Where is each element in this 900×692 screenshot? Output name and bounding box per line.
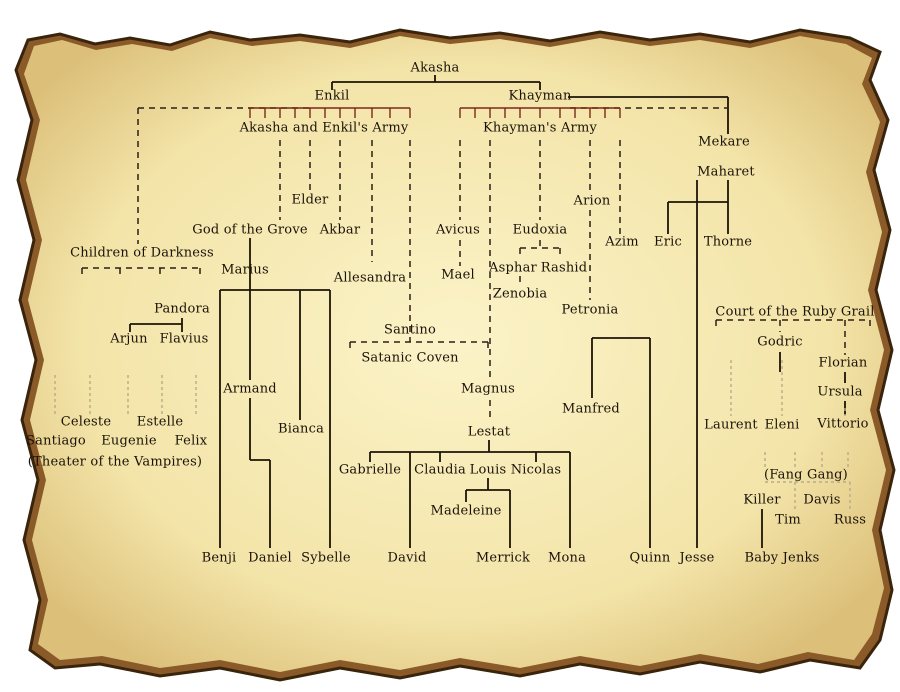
node-merrick: Merrick xyxy=(475,550,531,566)
node-claudia: Claudia xyxy=(414,462,466,478)
node-rashid: Rashid xyxy=(540,260,588,276)
node-mona: Mona xyxy=(547,550,587,566)
node-santino: Santino xyxy=(383,322,437,338)
node-arion: Arion xyxy=(573,193,611,209)
node-mekare: Mekare xyxy=(698,134,750,150)
node-louis: Louis xyxy=(469,462,507,478)
node-avicus: Avicus xyxy=(436,222,480,238)
node-celeste: Celeste xyxy=(60,414,112,430)
node-eleni: Eleni xyxy=(764,417,800,433)
node-ursula: Ursula xyxy=(817,384,863,400)
node-pandora: Pandora xyxy=(154,301,210,317)
node-bianca: Bianca xyxy=(277,421,325,437)
node-zenobia: Zenobia xyxy=(492,286,548,302)
node-akasha-enkil-army: Akasha and Enkil's Army xyxy=(239,120,409,136)
node-marius: Marius xyxy=(221,262,269,278)
node-theater-of-the-vampires: (Theater of the Vampires) xyxy=(27,454,203,470)
node-fang-gang: (Fang Gang) xyxy=(764,467,848,483)
node-manfred: Manfred xyxy=(562,401,620,417)
node-elder: Elder xyxy=(291,192,329,208)
node-enkil: Enkil xyxy=(314,88,350,104)
node-russ: Russ xyxy=(833,512,867,528)
node-daniel: Daniel xyxy=(248,550,292,566)
node-flavius: Flavius xyxy=(159,331,209,347)
node-benji: Benji xyxy=(201,550,237,566)
node-eudoxia: Eudoxia xyxy=(512,222,568,238)
node-killer: Killer xyxy=(743,492,781,508)
node-eric: Eric xyxy=(654,234,682,250)
node-khayman: Khayman xyxy=(508,88,572,104)
node-satanic-coven: Satanic Coven xyxy=(361,350,459,366)
node-asphar: Asphar xyxy=(489,260,537,276)
node-children-of-darkness: Children of Darkness xyxy=(70,245,214,261)
node-quinn: Quinn xyxy=(629,550,671,566)
node-baby-jenks: Baby Jenks xyxy=(744,550,820,566)
node-florian: Florian xyxy=(818,355,868,371)
node-god-of-the-grove: God of the Grove xyxy=(192,222,308,238)
node-godric: Godric xyxy=(757,334,803,350)
node-eugenie: Eugenie xyxy=(101,433,157,449)
node-tim: Tim xyxy=(775,512,801,528)
node-mael: Mael xyxy=(441,267,475,283)
node-jesse: Jesse xyxy=(679,550,715,566)
node-david: David xyxy=(387,550,427,566)
node-madeleine: Madeleine xyxy=(430,503,502,519)
node-court-of-the-ruby-grail: Court of the Ruby Grail xyxy=(715,304,875,320)
node-azim: Azim xyxy=(605,234,639,250)
node-akbar: Akbar xyxy=(319,222,361,238)
node-santiago: Santiago xyxy=(26,433,86,449)
node-khaymans-army: Khayman's Army xyxy=(482,120,598,136)
node-estelle: Estelle xyxy=(136,414,184,430)
node-gabrielle: Gabrielle xyxy=(338,462,402,478)
node-lestat: Lestat xyxy=(467,424,511,440)
node-thorne: Thorne xyxy=(703,234,753,250)
node-akasha: Akasha xyxy=(410,60,460,76)
node-felix: Felix xyxy=(174,433,208,449)
node-petronia: Petronia xyxy=(561,302,619,318)
node-armand: Armand xyxy=(223,381,277,397)
node-arjun: Arjun xyxy=(110,331,148,347)
node-magnus: Magnus xyxy=(461,381,515,397)
node-sybelle: Sybelle xyxy=(301,550,351,566)
node-vittorio: Vittorio xyxy=(817,416,869,432)
node-davis: Davis xyxy=(803,492,841,508)
node-nicolas: Nicolas xyxy=(510,462,562,478)
node-maharet: Maharet xyxy=(697,164,755,180)
node-allesandra: Allesandra xyxy=(333,270,407,286)
node-laurent: Laurent xyxy=(704,417,758,433)
